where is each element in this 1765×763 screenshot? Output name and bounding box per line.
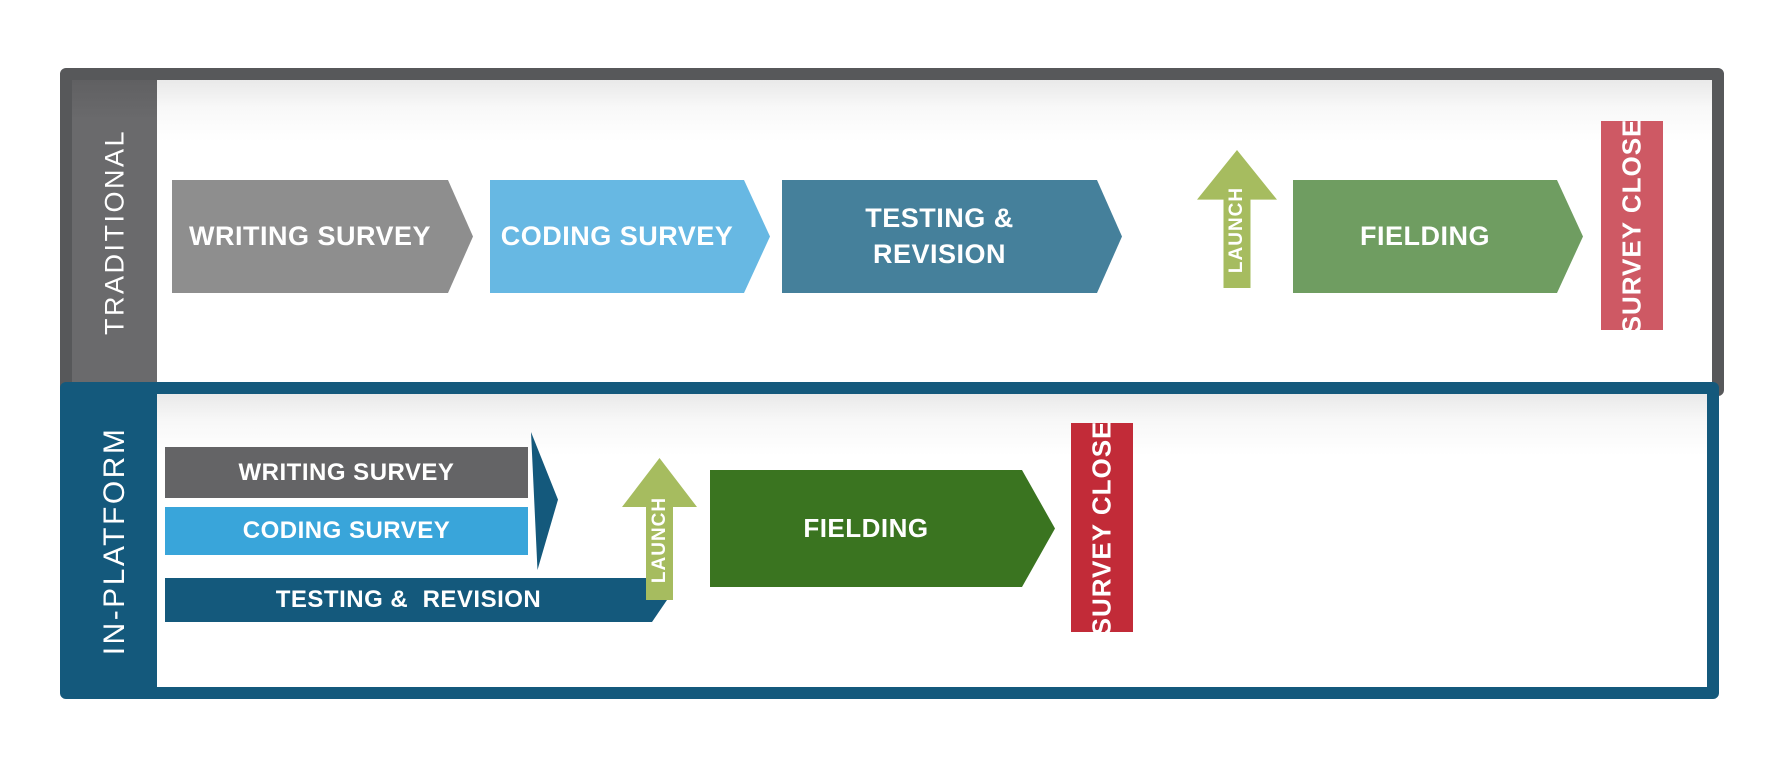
traditional-content: WRITING SURVEY CODING SURVEY TESTING & R… bbox=[157, 80, 1712, 384]
fielding-arrow-traditional: FIELDING bbox=[1293, 180, 1583, 293]
writing-survey-label-traditional: WRITING SURVEY bbox=[188, 220, 432, 251]
in-platform-panel-label: IN-PLATFORM bbox=[97, 426, 131, 655]
fielding-arrow-in-platform: FIELDING bbox=[710, 470, 1055, 587]
coding-survey-label-traditional: CODING SURVEY bbox=[500, 220, 734, 251]
writing-survey-label-in-platform: WRITING SURVEY bbox=[238, 458, 455, 486]
combined-steps-arrowhead-icon bbox=[531, 432, 558, 570]
coding-survey-bar-in-platform: CODING SURVEY bbox=[165, 507, 528, 555]
traditional-panel-label: TRADITIONAL bbox=[99, 128, 129, 336]
in-platform-panel: IN-PLATFORM WRITING SURVEY CODING SURVEY… bbox=[60, 382, 1719, 699]
launch-up-arrow-traditional: LAUNCH bbox=[1197, 150, 1277, 288]
survey-close-label-traditional: SURVEY CLOSE bbox=[1616, 118, 1647, 333]
testing-revision-arrow-traditional: TESTING & REVISION bbox=[782, 180, 1122, 293]
writing-survey-bar-in-platform: WRITING SURVEY bbox=[165, 447, 528, 498]
traditional-sidebar: TRADITIONAL bbox=[72, 80, 157, 384]
in-platform-sidebar: IN-PLATFORM bbox=[72, 394, 157, 687]
survey-close-bar-in-platform: SURVEY CLOSE bbox=[1071, 420, 1133, 635]
survey-close-label-in-platform: SURVEY CLOSE bbox=[1086, 420, 1117, 635]
coding-survey-label-in-platform: CODING SURVEY bbox=[242, 517, 451, 545]
fielding-label-traditional: FIELDING bbox=[1360, 220, 1490, 251]
traditional-panel: TRADITIONAL WRITING SURVEY CODING SURVEY… bbox=[60, 68, 1724, 396]
testing-revision-label-in-platform: TESTING & REVISION bbox=[275, 586, 542, 614]
launch-label-in-platform: LAUNCH bbox=[648, 497, 670, 584]
testing-revision-bar-in-platform: TESTING & REVISION bbox=[165, 578, 667, 622]
launch-label-traditional: LAUNCH bbox=[1226, 186, 1247, 274]
in-platform-content: WRITING SURVEY CODING SURVEY TESTING & R… bbox=[157, 394, 1707, 687]
testing-revision-label-traditional: TESTING & REVISION bbox=[865, 203, 1014, 269]
survey-close-bar-traditional: SURVEY CLOSE bbox=[1601, 118, 1663, 333]
writing-survey-arrow-traditional: WRITING SURVEY bbox=[172, 180, 473, 293]
coding-survey-arrow-traditional: CODING SURVEY bbox=[490, 180, 770, 293]
fielding-label-in-platform: FIELDING bbox=[803, 512, 929, 543]
